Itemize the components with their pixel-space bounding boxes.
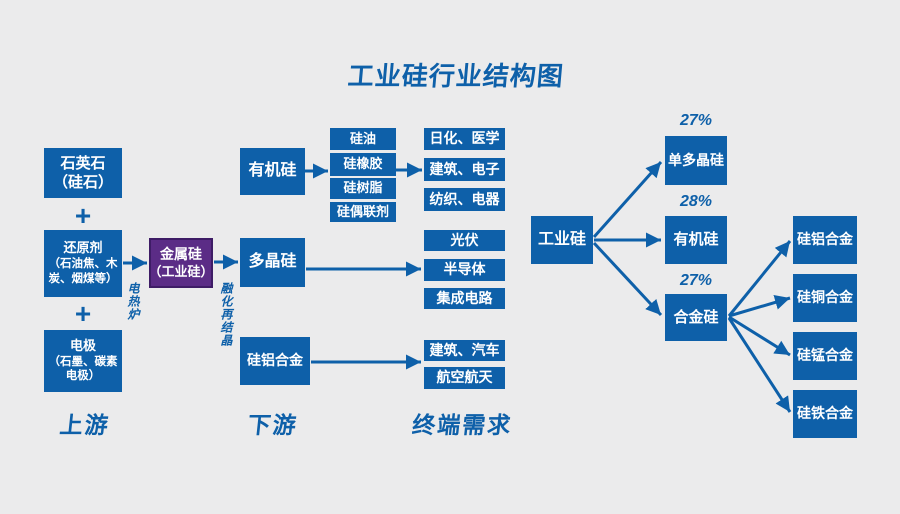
box-industrial-silicon: 工业硅 (531, 216, 593, 264)
box-construction-electronics: 建筑、电子 (424, 158, 505, 181)
box-si-cu-alloy-type-label: 硅铜合金 (797, 289, 853, 306)
box-si-fe-alloy-type-label: 硅铁合金 (797, 405, 853, 422)
box-si-fe-alloy-type: 硅铁合金 (793, 390, 857, 438)
box-silicone-resin-label: 硅树脂 (343, 180, 383, 196)
box-aerospace-label: 航空航天 (436, 369, 493, 386)
box-alloy-silicon: 合金硅 (665, 294, 727, 341)
box-organic-silicon-share-label: 有机硅 (673, 231, 719, 249)
arrow-alloy-to-al (727, 240, 792, 317)
box-electrode-line3: 电极） (65, 370, 101, 383)
box-alloy-silicon-label: 合金硅 (673, 308, 719, 326)
box-silicone-rubber: 硅橡胶 (330, 153, 396, 176)
pct-alloy-silicon: 27% (679, 272, 713, 289)
label-downstream: 下游 (246, 412, 300, 438)
box-construction-automobile: 建筑、汽车 (424, 340, 505, 361)
box-electrode-line1: 电极 (69, 337, 96, 353)
box-si-mn-alloy-type-label: 硅锰合金 (797, 347, 853, 364)
box-photovoltaic-label: 光伏 (450, 231, 479, 248)
box-integrated-circuit-label: 集成电路 (436, 289, 493, 306)
box-textile-appliances-label: 纺织、电器 (429, 190, 500, 207)
box-organic-silicon-label: 有机硅 (248, 162, 297, 180)
box-daily-medical: 日化、医学 (424, 128, 505, 150)
box-reductant-line3: 炭、烟煤等） (48, 272, 118, 285)
box-organic-silicon: 有机硅 (240, 148, 305, 195)
box-metal-silicon-line2: （工业硅） (148, 263, 214, 279)
box-metal-silicon-line1: 金属硅 (160, 245, 202, 262)
box-reductant: 还原剂 （石油焦、木 炭、烟煤等） (44, 230, 122, 297)
plus-sign-2: + (74, 298, 92, 329)
box-silicone-resin: 硅树脂 (330, 178, 396, 199)
box-poly-silicon-label: 多晶硅 (248, 253, 297, 271)
box-si-al-alloy-label: 硅铝合金 (247, 352, 303, 369)
box-silicone-rubber-label: 硅橡胶 (343, 156, 383, 172)
box-construction-automobile-label: 建筑、汽车 (429, 341, 500, 358)
box-electrode: 电极 （石墨、碳素 电极） (44, 330, 122, 392)
box-quartz: 石英石 （硅石） (44, 148, 122, 198)
box-silane-coupling-agent: 硅偶联剂 (330, 202, 396, 222)
box-semiconductor: 半导体 (424, 259, 505, 281)
page-title: 工业硅行业结构图 (346, 61, 566, 91)
box-integrated-circuit: 集成电路 (424, 288, 505, 309)
label-recrystallize: 融化再结晶 (219, 282, 233, 347)
arrow-industrial-to-alloy (592, 241, 663, 317)
box-electrode-line2: （石墨、碳素 (48, 355, 118, 368)
pct-monopoly-silicon: 27% (679, 112, 713, 129)
label-electric-furnace: 电热炉 (126, 282, 140, 321)
box-silicone-oil-label: 硅油 (349, 130, 376, 146)
pct-organic-silicon: 28% (679, 193, 713, 210)
box-si-cu-alloy-type: 硅铜合金 (793, 274, 857, 322)
arrow-alloy-to-cu (728, 295, 791, 318)
label-terminal-demand: 终端需求 (410, 412, 514, 438)
box-quartz-line2: （硅石） (52, 174, 113, 191)
box-si-al-alloy-type-label: 硅铝合金 (797, 231, 853, 248)
box-mono-poly-silicon-label: 单多晶硅 (668, 151, 724, 168)
box-aerospace: 航空航天 (424, 367, 505, 389)
box-metal-silicon: 金属硅 （工业硅） (148, 238, 214, 288)
label-upstream: 上游 (58, 412, 112, 438)
box-industrial-silicon-label: 工业硅 (537, 230, 586, 248)
box-semiconductor-label: 半导体 (443, 261, 486, 278)
box-si-mn-alloy-type: 硅锰合金 (793, 332, 857, 380)
box-reductant-line1: 还原剂 (63, 240, 103, 256)
arrow-industrial-to-monopoly (592, 161, 663, 238)
box-quartz-line1: 石英石 (60, 154, 106, 172)
box-organic-silicon-share: 有机硅 (665, 216, 727, 264)
box-silicone-oil: 硅油 (330, 128, 396, 150)
box-reductant-line2: （石油焦、木 (48, 258, 118, 271)
box-si-al-alloy: 硅铝合金 (240, 337, 310, 385)
box-silane-coupling-agent-label: 硅偶联剂 (336, 203, 389, 219)
box-photovoltaic: 光伏 (424, 230, 505, 251)
box-si-al-alloy-type: 硅铝合金 (793, 216, 857, 264)
box-daily-medical-label: 日化、医学 (429, 130, 500, 147)
arrow-alloy-to-fe (727, 317, 792, 413)
box-construction-electronics-label: 建筑、电子 (429, 160, 500, 177)
arrow-alloy-to-mn (728, 315, 791, 357)
box-poly-silicon: 多晶硅 (240, 238, 305, 287)
box-textile-appliances: 纺织、电器 (424, 188, 505, 211)
plus-sign-1: + (74, 200, 92, 231)
box-mono-poly-silicon: 单多晶硅 (665, 136, 727, 185)
